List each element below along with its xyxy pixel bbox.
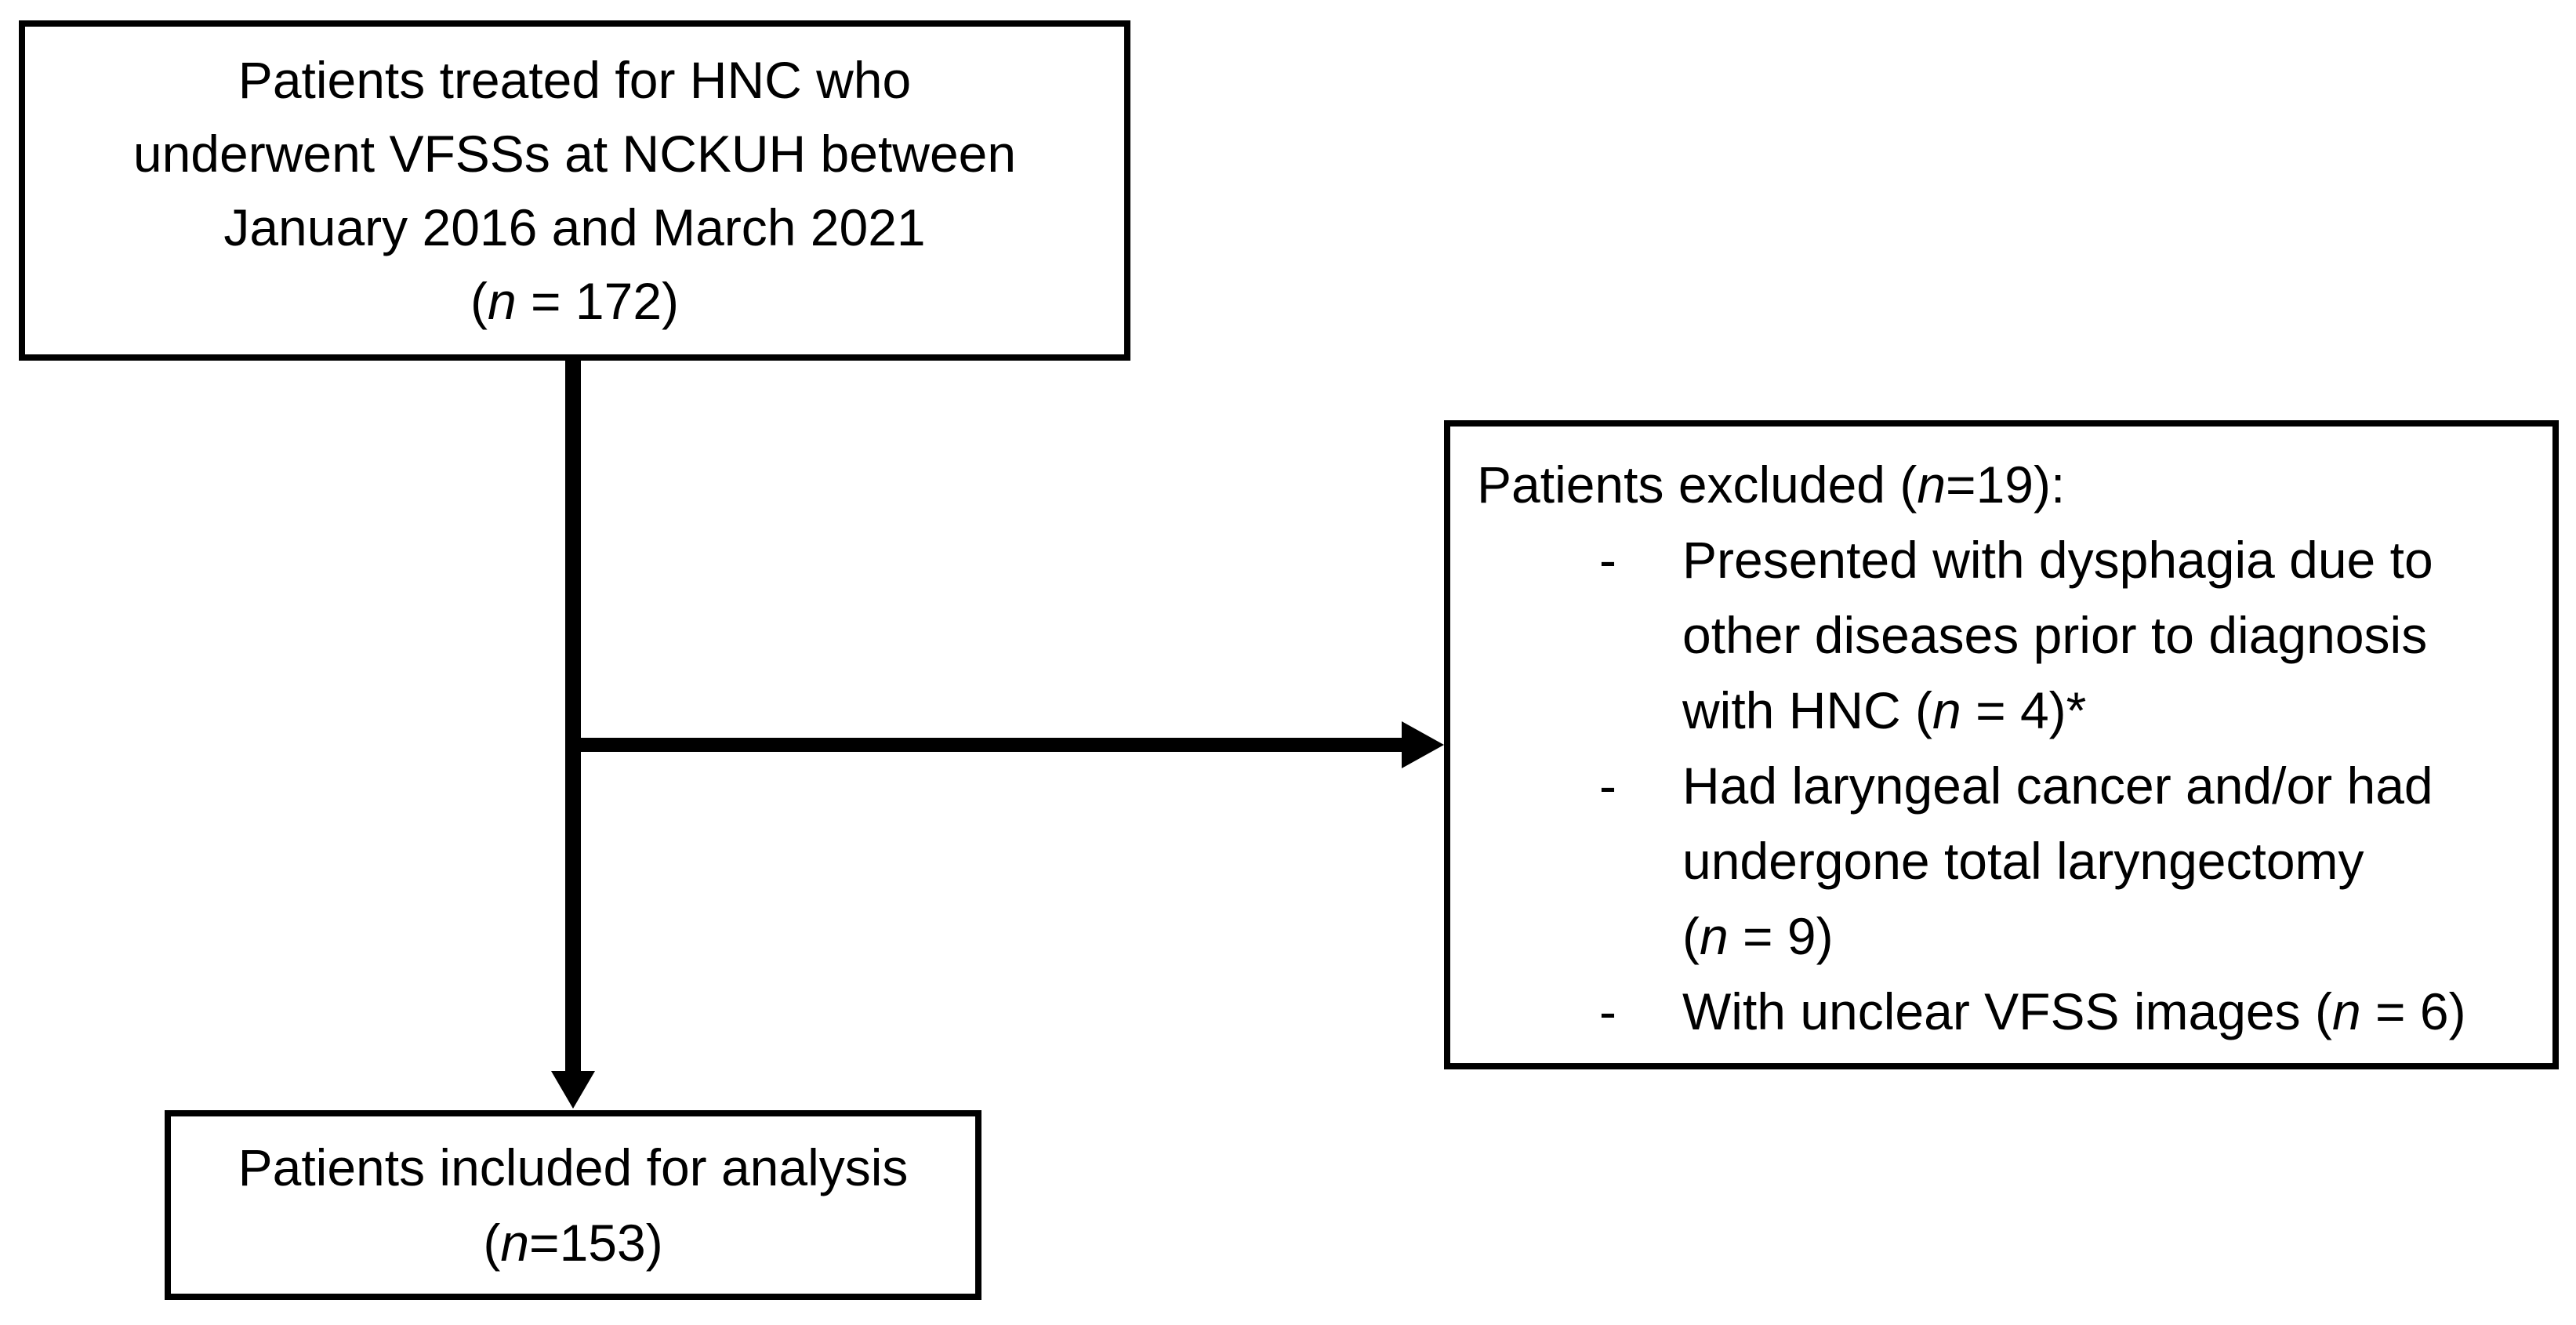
excluded-box: Patients excluded (n=19): - Presented wi… — [1444, 420, 2559, 1069]
exclusion-item: - With unclear VFSS images (n = 6) — [1450, 974, 2552, 1049]
included-count-rest: =153) — [529, 1214, 663, 1272]
exclusion-item-line: other diseases prior to diagnosis — [1682, 606, 2428, 664]
included-count: (n=153) — [483, 1205, 662, 1280]
cohort-line-1: Patients treated for HNC who — [238, 51, 912, 109]
included-count-open: ( — [483, 1214, 501, 1272]
cohort-count-n: n — [487, 272, 517, 330]
cohort-count-open: ( — [470, 272, 488, 330]
exclusion-item-line: Presented with dysphagia due to — [1682, 531, 2433, 589]
excluded-header-post: =19): — [1946, 456, 2066, 514]
cohort-count: (n = 172) — [470, 264, 679, 338]
exclusion-item-n: n — [2331, 982, 2361, 1040]
list-dash: - — [1599, 531, 1616, 589]
excluded-header: Patients excluded (n=19): — [1477, 447, 2065, 522]
included-count-n: n — [500, 1214, 530, 1272]
excluded-header-pre: Patients excluded ( — [1477, 456, 1917, 514]
exclusion-item-count: = 9) — [1728, 907, 1834, 965]
down-arrowhead — [551, 1071, 595, 1109]
exclusion-item-text: ( — [1682, 907, 1700, 965]
exclusion-item-text: with HNC ( — [1682, 681, 1933, 739]
exclusion-item-line: Had laryngeal cancer and/or had — [1682, 757, 2433, 815]
included-box: Patients included for analysis (n=153) — [165, 1110, 981, 1300]
cohort-line-2: underwent VFSSs at NCKUH between — [132, 125, 1017, 183]
cohort-count-rest: = 172) — [516, 272, 680, 330]
excluded-header-n: n — [1917, 456, 1947, 514]
right-arrowhead — [1402, 721, 1444, 768]
exclusion-item-count: = 6) — [2360, 982, 2466, 1040]
list-dash: - — [1599, 982, 1616, 1040]
list-dash: - — [1599, 757, 1616, 815]
included-line-1: Patients included for analysis — [238, 1138, 909, 1196]
exclusion-item-n: n — [1699, 907, 1729, 965]
cohort-line-3: January 2016 and March 2021 — [223, 198, 926, 256]
exclusion-list: - Presented with dysphagia due to other … — [1450, 522, 2552, 1049]
exclusion-item: - Presented with dysphagia due to other … — [1450, 522, 2552, 748]
exclusion-item-line: With unclear VFSS images (n = 6) — [1682, 974, 2521, 1049]
exclusion-item-n: n — [1932, 681, 1961, 739]
cohort-box: Patients treated for HNC who underwent V… — [19, 20, 1130, 361]
exclusion-item-line: (n = 9) — [1682, 898, 2521, 974]
exclusion-item: - Had laryngeal cancer and/or had underg… — [1450, 748, 2552, 974]
exclusion-item-count: = 4)* — [1961, 681, 2087, 739]
exclusion-item-line: with HNC (n = 4)* — [1682, 673, 2521, 748]
exclusion-item-line: undergone total laryngectomy — [1682, 832, 2364, 890]
exclusion-item-text: With unclear VFSS images ( — [1682, 982, 2332, 1040]
